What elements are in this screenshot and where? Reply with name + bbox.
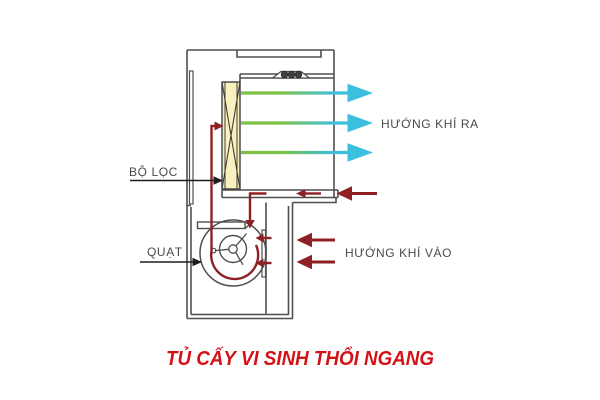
cabinet-outline	[186, 49, 339, 320]
inlet-arrow-slot	[296, 189, 321, 198]
fan-assembly	[196, 219, 267, 287]
fan-callout-arrow	[140, 257, 202, 267]
ceiling-light-icon	[270, 70, 312, 79]
fan-label: QUẠT	[147, 245, 183, 259]
filter-callout-arrow	[130, 176, 223, 185]
hepa-filter	[221, 81, 241, 190]
inlet-arrow-grille-1	[255, 233, 272, 243]
inlet-arrow-top	[336, 186, 377, 201]
recirculation-path	[209, 121, 267, 281]
outflow-arrow-3	[241, 143, 373, 162]
air-in-label: HƯỚNG KHÍ VÀO	[345, 245, 452, 260]
outflow-arrow-1	[241, 83, 373, 103]
arrowhead-into-fan	[245, 220, 255, 229]
inlet-arrow-right-2	[296, 254, 335, 270]
callout-arrows	[130, 176, 223, 267]
air-out-label: HƯỚNG KHÍ RA	[381, 116, 479, 131]
outflow-arrow-2	[241, 113, 373, 133]
air-outflow-arrows	[241, 83, 373, 162]
diagram-title: TỦ CẤY VI SINH THỔI NGANG	[166, 346, 434, 370]
inlet-arrow-grille-2	[255, 258, 272, 268]
arrowhead-into-filter	[214, 121, 224, 131]
air-inlet-arrows	[255, 186, 377, 270]
inlet-arrow-right-1	[296, 232, 335, 248]
filter-label: BỘ LỌC	[129, 164, 178, 179]
